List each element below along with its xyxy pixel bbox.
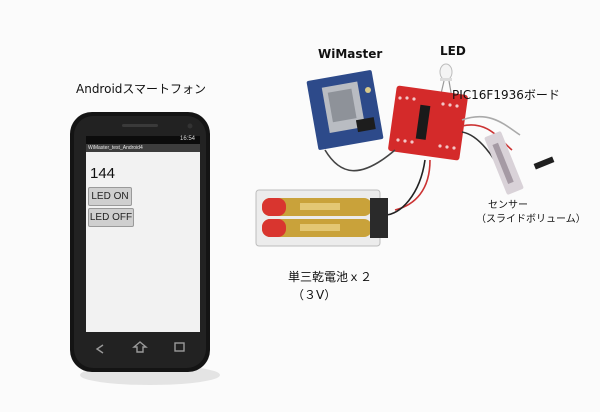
label-sensor-1: センサー: [488, 200, 528, 211]
slide-volume-sensor: [484, 131, 555, 195]
label-sensor-2: （スライドボリューム）: [476, 214, 586, 225]
wimaster-module: [306, 70, 384, 150]
label-wimaster: WiMaster: [318, 47, 383, 61]
battery-holder: [255, 189, 388, 247]
label-battery-1: 単三乾電池ｘ２: [288, 270, 373, 284]
sensor-value: 144: [90, 165, 116, 182]
status-time: 16:54: [180, 136, 196, 142]
label-led: LED: [440, 44, 466, 58]
led-off-button[interactable]: LED OFF: [88, 208, 134, 227]
pic-board: [388, 85, 468, 161]
label-phone: Androidスマートフォン: [76, 82, 207, 96]
phone-nav-icons: [95, 341, 185, 354]
label-board: PIC16F1936ボード: [452, 88, 560, 102]
app-title: WiMaster_test_Android4: [88, 145, 143, 151]
label-battery-2: （３V）: [292, 288, 337, 302]
android-phone: [70, 112, 210, 372]
led-on-button[interactable]: LED ON: [88, 187, 132, 206]
